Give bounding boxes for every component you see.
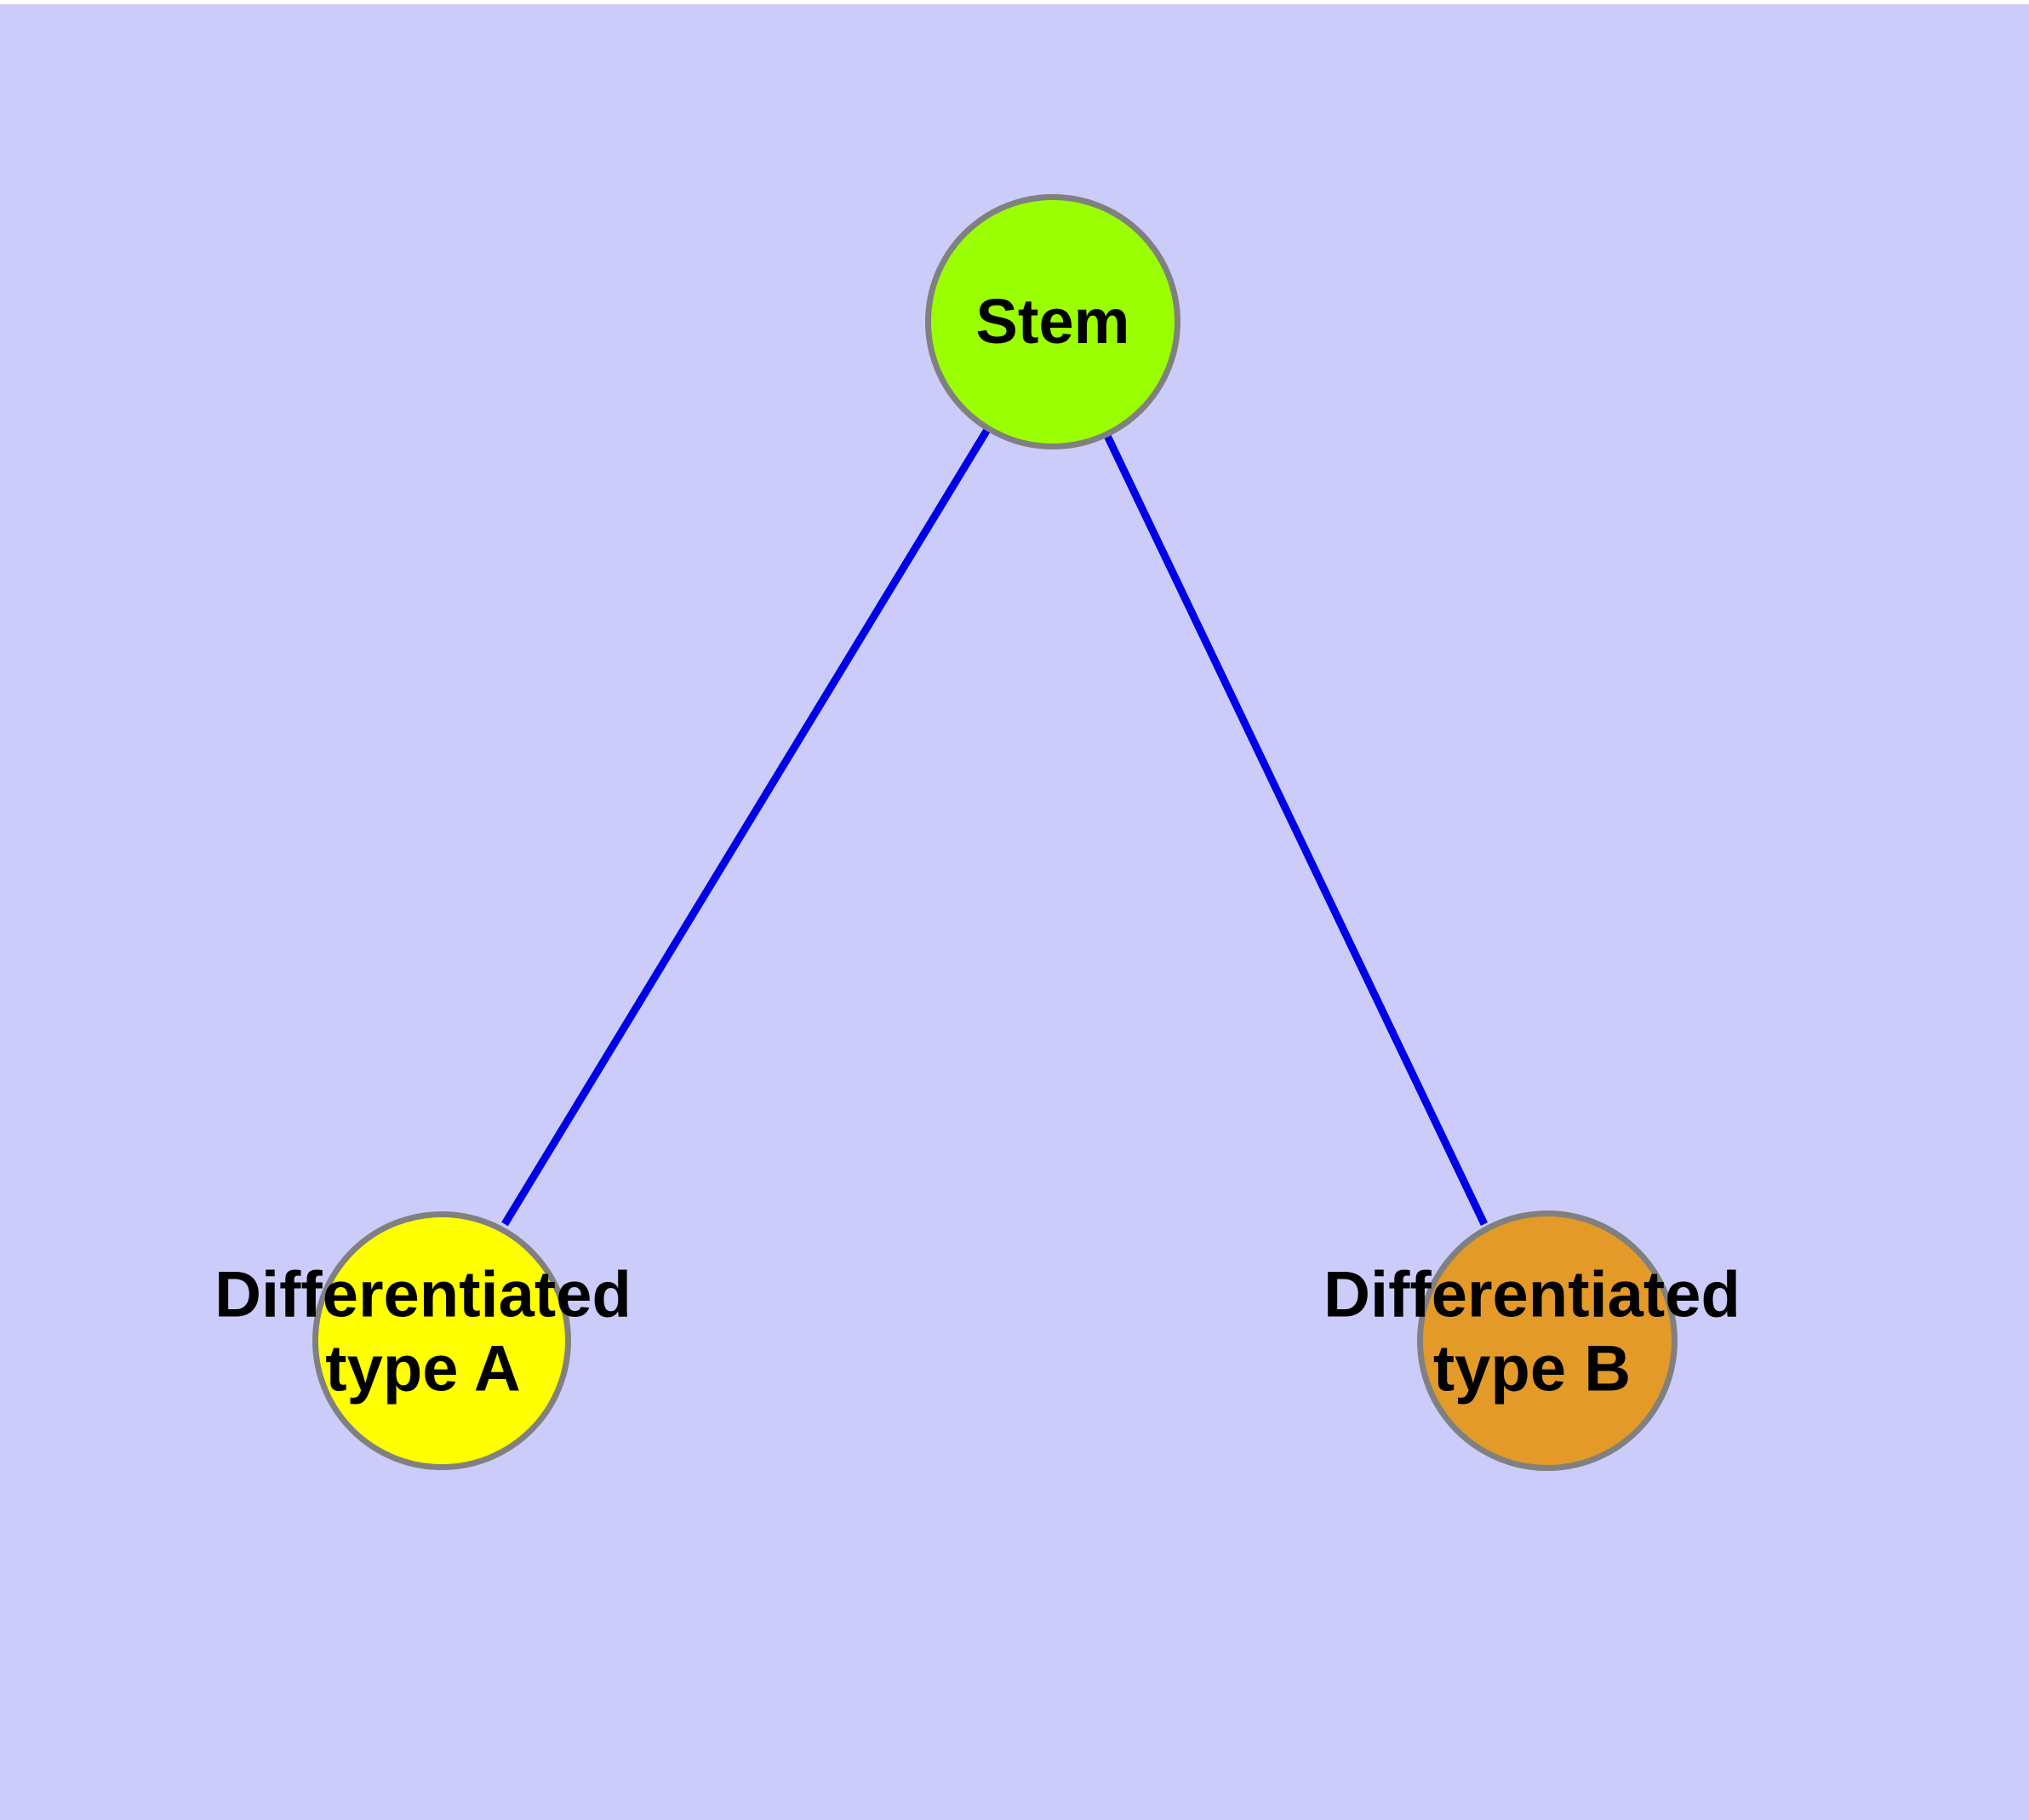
edge-stem-to-diff-a <box>501 319 1056 1227</box>
node-diff-b[interactable] <box>1417 1210 1677 1471</box>
node-diff-a[interactable] <box>312 1211 571 1470</box>
edge-layer <box>501 319 1489 1227</box>
node-stem[interactable] <box>925 194 1180 449</box>
graph-svg <box>312 194 1677 1471</box>
edge-stem-to-diff-b <box>1049 320 1489 1226</box>
diagram-background: Stem Differentiated type A Differentiate… <box>0 4 2029 1820</box>
node-layer <box>312 194 1677 1471</box>
